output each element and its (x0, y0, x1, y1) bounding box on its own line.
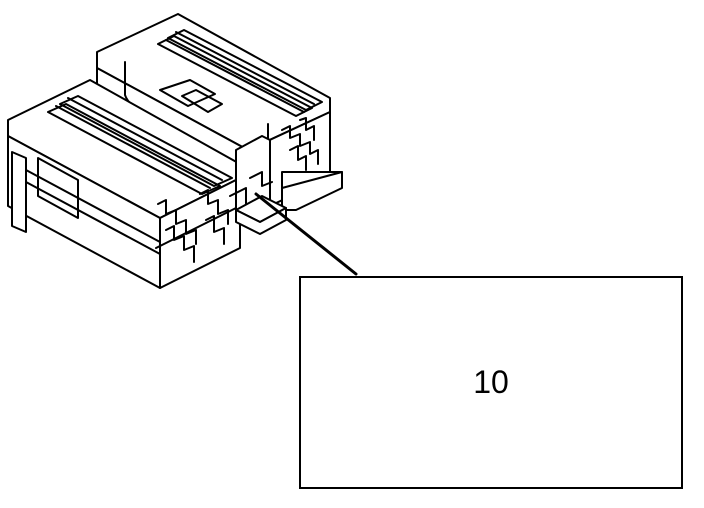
callout-label: 10 (473, 364, 509, 400)
front-housing (7, 79, 241, 289)
leader-line (254, 192, 358, 276)
bridge-piece (229, 135, 287, 235)
callout-box: 10 (299, 276, 683, 489)
